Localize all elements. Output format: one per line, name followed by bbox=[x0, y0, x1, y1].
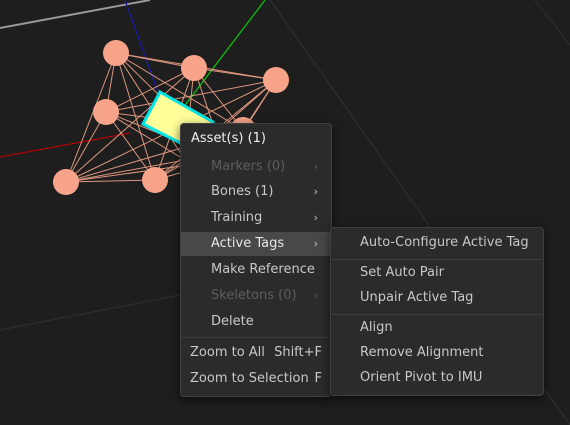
marker-point[interactable] bbox=[103, 40, 129, 66]
marker-connection-line bbox=[105, 111, 186, 161]
chevron-right-icon: › bbox=[313, 160, 318, 173]
menu-item-label: Zoom to Selection bbox=[190, 371, 309, 386]
x-axis-line bbox=[0, 132, 131, 158]
shortcut-label: Shift+F bbox=[274, 345, 322, 360]
menu-item-label: Training bbox=[211, 210, 263, 225]
grid-edge-line bbox=[0, 0, 151, 29]
marker-connection-line bbox=[193, 67, 277, 81]
menu-item-label: Delete bbox=[211, 314, 254, 329]
menu-item-label: Zoom to All bbox=[190, 345, 265, 360]
marker-connection-line bbox=[105, 79, 277, 113]
marker-connection-line bbox=[65, 52, 117, 183]
marker-connection-line bbox=[105, 67, 195, 113]
menu-item-label: Unpair Active Tag bbox=[360, 290, 474, 305]
context-menu: Asset(s) (1) Markers (0) › Bones (1) › T… bbox=[180, 123, 332, 397]
chevron-right-icon: › bbox=[313, 185, 318, 198]
marker-connection-line bbox=[105, 111, 156, 181]
menu-separator bbox=[332, 259, 542, 260]
marker-connection-line bbox=[65, 179, 156, 183]
menu-item-active-tags[interactable]: Active Tags › bbox=[181, 232, 331, 256]
active-tags-submenu: Auto-Configure Active Tag Set Auto Pair … bbox=[330, 227, 544, 396]
marker-point[interactable] bbox=[263, 67, 289, 93]
menu-item-label: Markers (0) bbox=[211, 159, 286, 174]
grid-line bbox=[534, 0, 570, 46]
menu-item-label: Set Auto Pair bbox=[360, 265, 444, 280]
marker-point[interactable] bbox=[53, 169, 79, 195]
menu-item-delete[interactable]: Delete bbox=[181, 310, 331, 334]
y-axis-line bbox=[169, 0, 266, 126]
menu-item-orient-pivot-to-imu[interactable]: Orient Pivot to IMU bbox=[331, 366, 543, 390]
menu-item-label: Orient Pivot to IMU bbox=[360, 370, 483, 385]
marker-connection-line bbox=[65, 159, 186, 183]
marker-connection-line bbox=[115, 52, 156, 181]
marker-connection-line bbox=[115, 52, 244, 131]
menu-item-label: Active Tags bbox=[211, 236, 285, 251]
menu-separator bbox=[182, 337, 330, 338]
menu-item-make-reference[interactable]: Make Reference bbox=[181, 258, 331, 282]
shortcut-label: F bbox=[314, 371, 322, 386]
menu-item-skeletons: Skeletons (0) › bbox=[181, 284, 331, 308]
context-menu-header: Asset(s) (1) bbox=[191, 131, 266, 146]
menu-item-set-auto-pair[interactable]: Set Auto Pair bbox=[331, 261, 543, 285]
menu-item-label: Align bbox=[360, 320, 393, 335]
grid-line bbox=[0, 294, 181, 331]
menu-item-auto-configure-active-tag[interactable]: Auto-Configure Active Tag bbox=[331, 231, 543, 255]
marker-connection-line bbox=[65, 111, 107, 183]
marker-connection-line bbox=[65, 67, 195, 183]
marker-point[interactable] bbox=[93, 99, 119, 125]
menu-item-zoom-to-selection[interactable]: Zoom to Selection F bbox=[181, 367, 331, 391]
menu-item-label: Auto-Configure Active Tag bbox=[360, 235, 529, 250]
marker-point[interactable] bbox=[142, 167, 168, 193]
menu-item-remove-alignment[interactable]: Remove Alignment bbox=[331, 341, 543, 365]
marker-connection-line bbox=[193, 67, 244, 131]
menu-item-bones[interactable]: Bones (1) › bbox=[181, 180, 331, 204]
chevron-right-icon: › bbox=[313, 289, 318, 302]
menu-item-label: Remove Alignment bbox=[360, 345, 484, 360]
menu-item-training[interactable]: Training › bbox=[181, 206, 331, 230]
chevron-right-icon: › bbox=[313, 237, 318, 250]
menu-item-label: Make Reference bbox=[211, 262, 315, 277]
menu-item-align[interactable]: Align bbox=[331, 316, 543, 340]
menu-item-label: Skeletons (0) bbox=[211, 288, 297, 303]
marker-point[interactable] bbox=[181, 55, 207, 81]
menu-separator bbox=[332, 314, 542, 315]
menu-item-unpair-active-tag[interactable]: Unpair Active Tag bbox=[331, 286, 543, 310]
menu-item-zoom-to-all[interactable]: Zoom to All Shift+F bbox=[181, 341, 331, 365]
menu-item-markers: Markers (0) › bbox=[181, 155, 331, 179]
chevron-right-icon: › bbox=[313, 211, 318, 224]
menu-item-label: Bones (1) bbox=[211, 184, 274, 199]
